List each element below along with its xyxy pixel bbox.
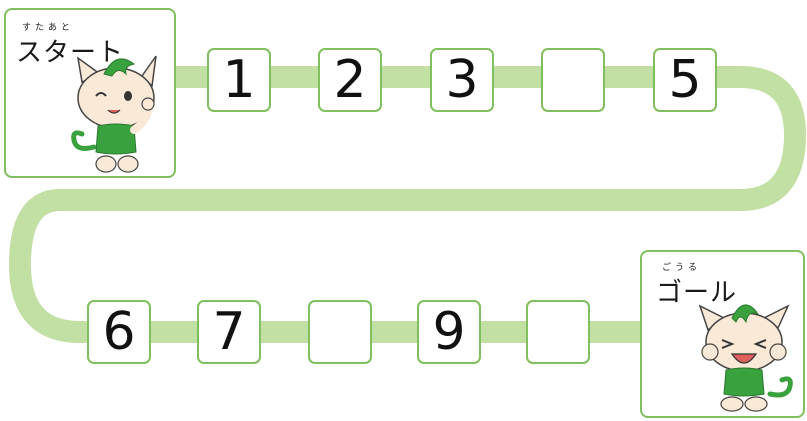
start-panel: すたあと スタート bbox=[4, 8, 176, 178]
goal-label: ゴール bbox=[656, 278, 738, 308]
cell-5: 5 bbox=[653, 48, 717, 112]
cell-2: 2 bbox=[318, 48, 382, 112]
start-ruby: すたあと bbox=[22, 23, 75, 33]
start-label: スタート bbox=[16, 38, 125, 68]
goal-mascot-icon bbox=[698, 304, 793, 412]
cell-6: 6 bbox=[87, 300, 151, 364]
cell-9: 9 bbox=[417, 300, 481, 364]
goal-panel: ごうる ゴール bbox=[640, 250, 805, 418]
goal-ruby: ごうる bbox=[662, 263, 702, 273]
cell-7: 7 bbox=[197, 300, 261, 364]
cell-3: 3 bbox=[430, 48, 494, 112]
cell-4-blank[interactable] bbox=[541, 48, 605, 112]
start-mascot-icon bbox=[71, 55, 157, 173]
cell-10-blank[interactable] bbox=[526, 300, 590, 364]
cell-1: 1 bbox=[207, 48, 271, 112]
cell-8-blank[interactable] bbox=[308, 300, 372, 364]
